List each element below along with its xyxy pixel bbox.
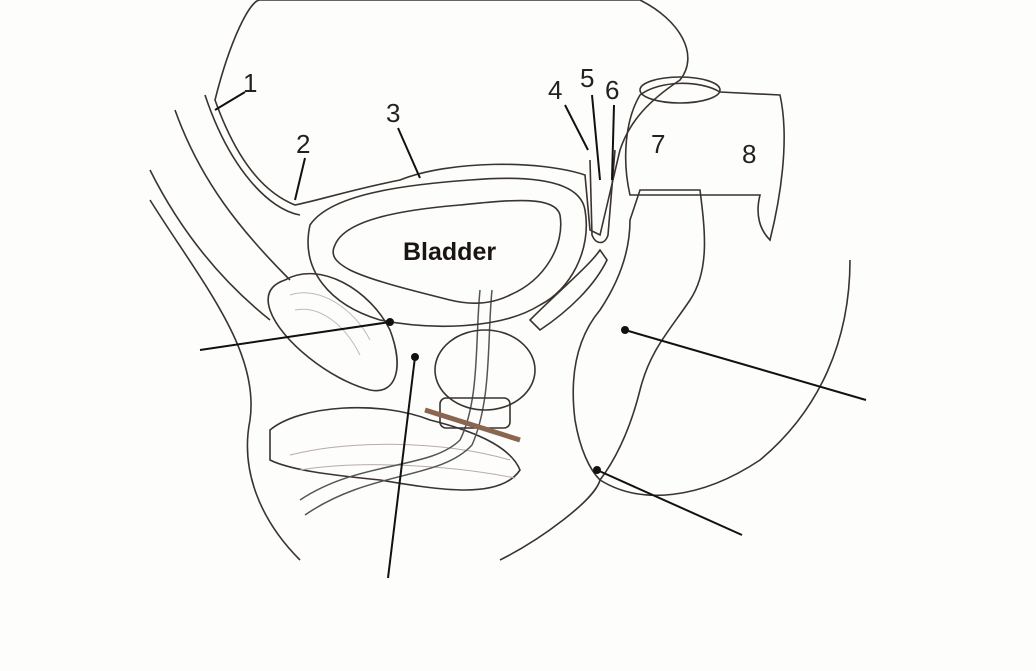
label-4: 4	[548, 75, 562, 105]
label-7: 7	[651, 129, 665, 159]
label-2: 2	[296, 129, 310, 159]
leader-line-4	[564, 104, 589, 151]
leader-dot	[386, 318, 394, 326]
blank-leader-retropubic	[199, 321, 391, 351]
leader-line-3	[397, 127, 421, 179]
bladder-wall	[307, 177, 588, 328]
pubic-symphysis	[267, 272, 398, 392]
abdominal-cavity	[214, 0, 689, 237]
skin-outline	[149, 199, 301, 561]
sigmoid-colon	[624, 82, 785, 242]
bladder-label: Bladder	[403, 238, 496, 266]
leader-line-6	[611, 104, 615, 181]
leader-dot	[411, 353, 419, 361]
abdominal-wall	[149, 94, 301, 321]
leader-dot	[593, 466, 601, 474]
rectovesical-pouch	[589, 149, 616, 244]
seminal-vesicle	[528, 248, 608, 332]
label-8: 8	[742, 139, 756, 169]
leader-line-2	[294, 157, 306, 201]
blank-leader-rectum	[624, 329, 867, 401]
blank-leader-anus	[596, 469, 743, 536]
leader-dot	[621, 326, 629, 334]
leader-line-5	[591, 94, 601, 181]
label-5: 5	[580, 63, 594, 93]
penis	[269, 406, 521, 491]
colon-lumen	[639, 76, 721, 104]
leader-line-1	[214, 91, 246, 111]
bladder-lumen	[332, 199, 562, 305]
urethra	[299, 289, 493, 516]
label-1: 1	[243, 68, 257, 98]
label-6: 6	[605, 75, 619, 105]
label-3: 3	[386, 98, 400, 128]
blank-leader-prostatic	[387, 356, 416, 579]
prostate	[434, 329, 536, 411]
